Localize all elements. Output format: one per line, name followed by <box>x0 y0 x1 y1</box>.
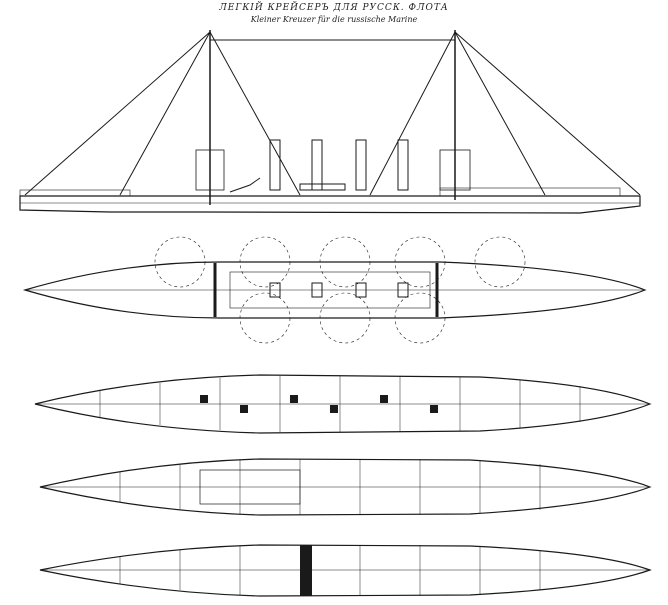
drawing-title-german: Kleiner Kreuzer für die russische Marine <box>250 15 418 24</box>
funnel-2 <box>311 139 323 191</box>
funnel-3 <box>355 139 367 191</box>
side-elevation <box>19 30 641 214</box>
funnel-1 <box>269 139 281 191</box>
funnel-4 <box>397 139 409 191</box>
drawing-title-russian: ЛЕГКІЙ КРЕЙСЕРЪ ДЛЯ РУССК. ФЛОТА <box>219 3 449 13</box>
battery-deck-plan <box>34 374 652 434</box>
platform-deck-plan <box>39 458 652 516</box>
hold-plan <box>39 544 652 597</box>
upper-deck-plan <box>22 236 647 344</box>
